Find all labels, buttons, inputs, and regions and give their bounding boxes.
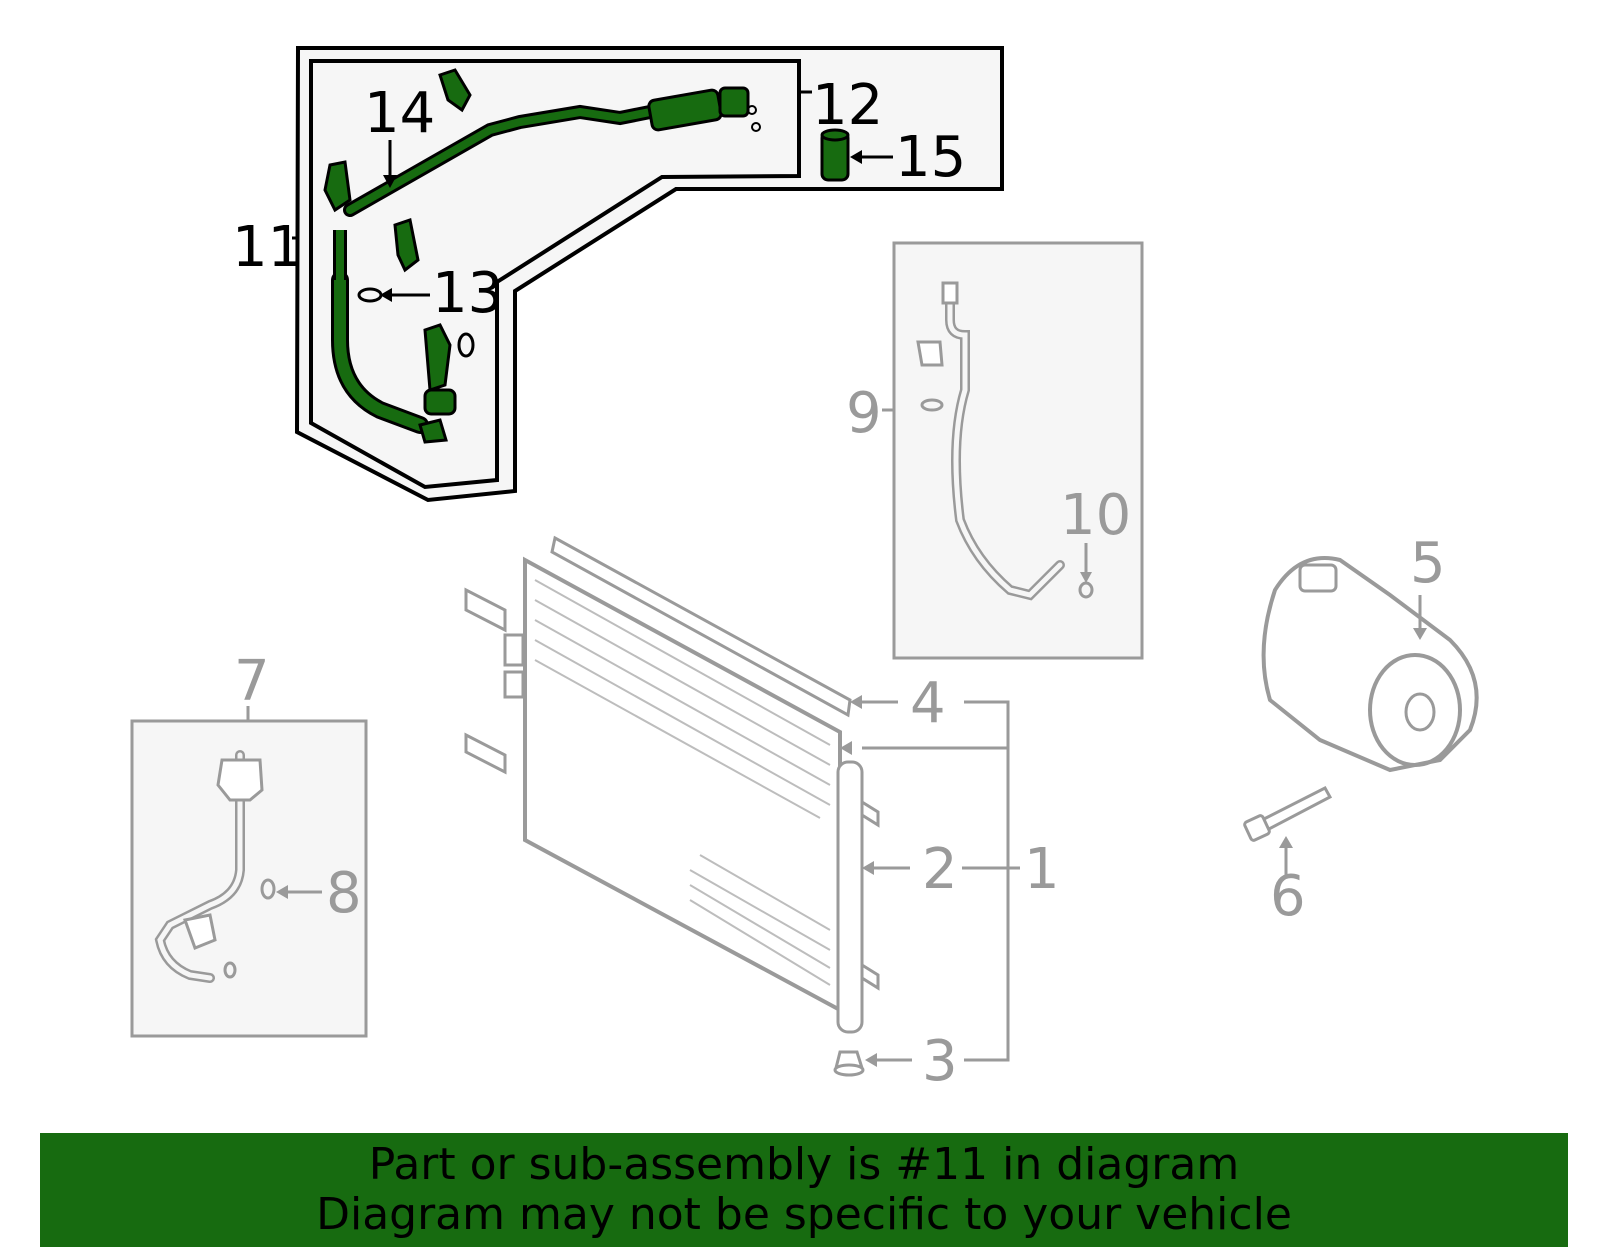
seal-strip-part-4[interactable]	[550, 535, 852, 718]
callout-7[interactable]: 7	[234, 649, 270, 714]
info-banner: Part or sub-assembly is #11 in diagram D…	[40, 1133, 1568, 1247]
callout-10[interactable]: 10	[1060, 483, 1131, 548]
leader-1	[862, 700, 1020, 1062]
valve-part-15[interactable]	[820, 128, 850, 182]
mount-tab-icon	[503, 670, 525, 699]
arrowhead-15	[850, 150, 862, 164]
arrowhead-3	[865, 1053, 877, 1067]
compressor-pulley	[1368, 653, 1462, 767]
callout-8[interactable]: 8	[326, 861, 362, 926]
o-ring-icon	[457, 332, 475, 358]
mount-tab-icon	[503, 633, 525, 667]
callout-9[interactable]: 9	[846, 381, 882, 446]
callout-12[interactable]: 12	[812, 73, 883, 138]
compressor-body	[1261, 556, 1479, 773]
clip-part-14[interactable]	[438, 68, 472, 113]
condenser-fins	[534, 579, 831, 986]
arrowhead-8	[276, 885, 288, 899]
arrowhead-5	[1413, 628, 1427, 640]
hose-group-9[interactable]	[882, 241, 1144, 660]
callout-15[interactable]: 15	[895, 125, 966, 190]
mount-tab-icon	[860, 962, 880, 991]
banner-line-disclaimer: Diagram may not be specific to your vehi…	[316, 1189, 1292, 1240]
callout-14[interactable]: 14	[364, 81, 435, 146]
banner-line-part-number: Part or sub-assembly is #11 in diagram	[368, 1139, 1240, 1190]
parts-diagram: 11 12 13 14 15 9 10 7 8 4 2 1 3 5 6	[130, 46, 1479, 1094]
arrowhead-10	[1080, 572, 1092, 583]
o-ring-icon	[920, 398, 944, 412]
arrowhead-14	[383, 175, 397, 188]
hose-group-7[interactable]	[130, 706, 368, 1038]
arrowhead-6	[1279, 836, 1293, 848]
callout-6[interactable]: 6	[1270, 864, 1306, 929]
o-ring-part-8[interactable]	[260, 878, 276, 900]
callout-11[interactable]: 11	[232, 215, 303, 280]
mount-tab-icon	[464, 587, 507, 633]
callout-4[interactable]: 4	[910, 671, 946, 736]
compressor-hub	[1404, 692, 1436, 732]
callout-5[interactable]: 5	[1410, 531, 1446, 596]
callout-1[interactable]: 1	[1024, 837, 1060, 902]
condenser-part-1[interactable]	[464, 535, 1020, 1077]
fitting-icon	[916, 340, 944, 367]
bracket-icon	[393, 218, 420, 273]
bolt-part-6[interactable]	[1243, 786, 1333, 875]
arrowhead-2	[862, 861, 874, 875]
mount-tab-icon	[860, 799, 880, 828]
arrowhead-1	[840, 741, 852, 755]
hose-assembly-group-11[interactable]	[292, 46, 1004, 503]
cushion-icon	[833, 1063, 865, 1077]
compressor-port	[1298, 563, 1338, 593]
receiver-drier-part-2[interactable]	[836, 760, 864, 1034]
fitting-icon	[941, 281, 959, 305]
callout-3[interactable]: 3	[922, 1029, 958, 1094]
ac-hose-part-11[interactable]	[323, 86, 761, 444]
callout-13[interactable]: 13	[432, 261, 503, 326]
fitting-icon	[183, 913, 217, 950]
o-ring-icon	[223, 961, 237, 979]
compressor-part-5[interactable]	[1261, 556, 1479, 773]
mount-tab-icon	[464, 732, 507, 775]
arrowhead-4	[850, 695, 862, 709]
fitting-icon	[216, 758, 264, 802]
arrowhead-13	[380, 288, 392, 302]
callout-2[interactable]: 2	[922, 837, 958, 902]
